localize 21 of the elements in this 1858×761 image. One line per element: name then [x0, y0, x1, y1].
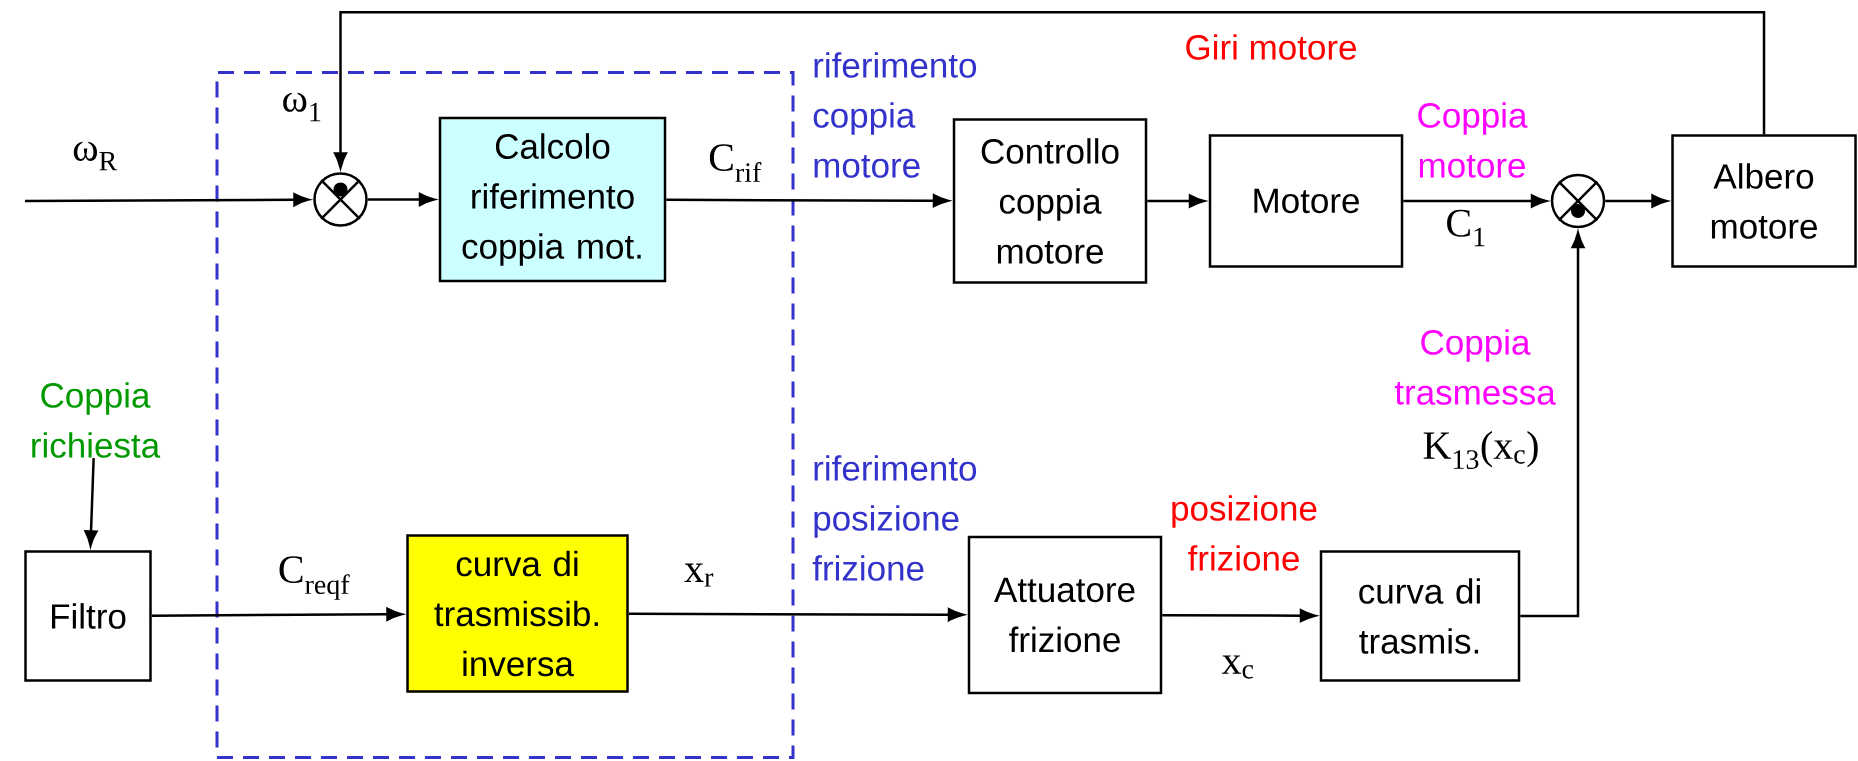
edge-label: C$_{1}$	[1443, 207, 1489, 249]
input-label: Coppia richiesta	[32, 382, 161, 458]
edge-label: ω$_{R}$	[70, 139, 120, 173]
summing-junction	[1550, 173, 1606, 229]
process-box: Albero motore	[1671, 134, 1857, 268]
process-box: Filtro	[24, 550, 152, 682]
edge-label: C$_{reqf}$	[275, 554, 353, 602]
edge-label: x$_{c}$	[1219, 653, 1257, 681]
signal-label: Coppia trasmessa	[1394, 329, 1556, 405]
signal-label: posizione frizione	[1172, 495, 1317, 571]
process-box: curva di trasmis.	[1319, 550, 1521, 682]
process-box: curva di trasmissib. inversa	[406, 534, 629, 693]
dashed-frame	[215, 71, 795, 759]
process-box: Attuatore frizione	[967, 535, 1163, 695]
summing-junction	[313, 172, 368, 227]
arrow	[151, 607, 403, 621]
arrow	[1605, 194, 1668, 208]
edge-label: x$_{r}$	[682, 561, 716, 589]
signal-label: ω$_{1}$	[283, 92, 321, 122]
process-box: Motore	[1208, 134, 1404, 268]
edge-label: K$_{13}$(x$_{c}$)	[1420, 429, 1542, 471]
